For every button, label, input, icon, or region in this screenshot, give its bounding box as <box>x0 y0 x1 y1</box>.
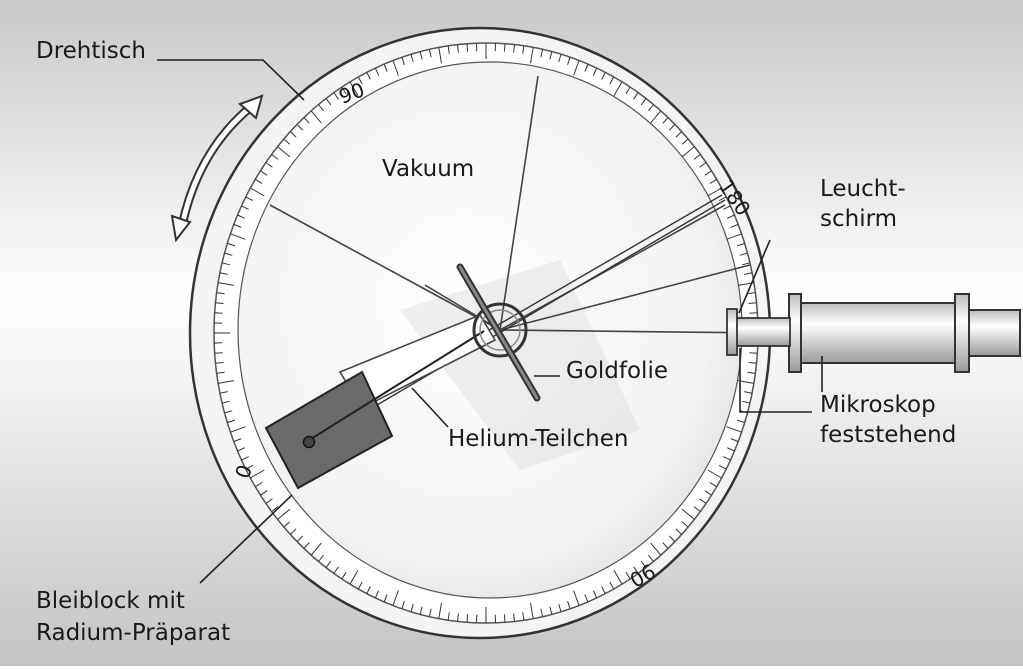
scale-tick <box>504 44 505 52</box>
label-leuchtschirm-1: Leucht- <box>820 176 906 202</box>
label-leuchtschirm-2: schirm <box>820 206 897 232</box>
scale-tick <box>749 353 757 354</box>
scale-tick <box>215 313 223 314</box>
label-goldfolie: Goldfolie <box>566 358 668 384</box>
scale-tick <box>215 353 223 354</box>
label-mikroskop-1: Mikroskop <box>820 392 936 418</box>
label-bleiblock-2: Radium-Präparat <box>36 620 230 646</box>
scale-tick <box>467 44 468 52</box>
scale-tick <box>504 614 505 622</box>
scale-tick <box>467 614 468 622</box>
label-vakuum: Vakuum <box>382 156 474 182</box>
label-mikroskop-2: feststehend <box>820 422 956 448</box>
scale-tick <box>749 313 757 314</box>
fluorescent-screen <box>727 309 737 355</box>
label-drehtisch: Drehtisch <box>36 38 146 64</box>
radium-source <box>304 437 315 448</box>
label-helium-teilchen: Helium-Teilchen <box>448 426 628 452</box>
label-bleiblock-1: Bleiblock mit <box>36 588 185 614</box>
